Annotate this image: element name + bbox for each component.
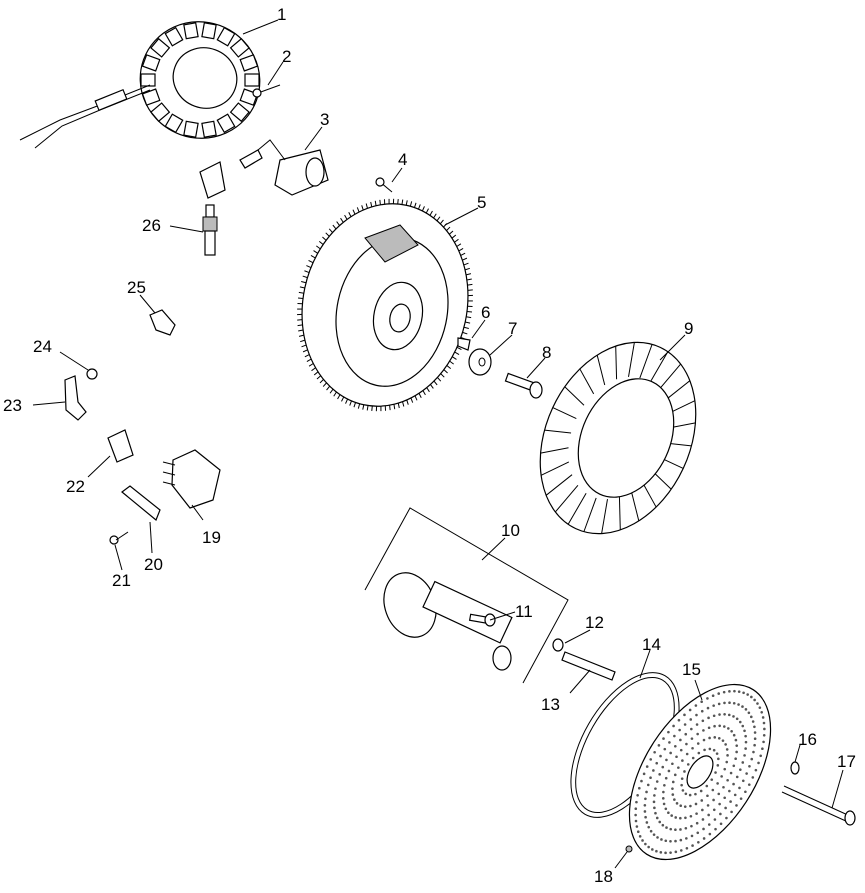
callout-25: 25 — [127, 278, 146, 297]
callout-labels: 1 2 3 4 5 6 7 8 9 10 11 12 13 14 15 16 1… — [3, 5, 856, 886]
callout-3: 3 — [320, 110, 329, 129]
callout-1: 1 — [277, 5, 286, 24]
part-11-bolt[interactable] — [468, 613, 496, 627]
part-13-pin[interactable] — [561, 651, 616, 681]
callout-23: 23 — [3, 396, 22, 415]
part-25-clamp[interactable] — [149, 309, 176, 336]
part-12-washer[interactable] — [552, 638, 564, 652]
part-22-clip[interactable] — [107, 429, 134, 463]
part-15-screen[interactable] — [600, 660, 799, 884]
callout-15: 15 — [682, 660, 701, 679]
callout-5: 5 — [477, 193, 486, 212]
callout-19: 19 — [202, 528, 221, 547]
part-10-drive-shaft[interactable] — [364, 507, 569, 684]
callout-13: 13 — [541, 695, 560, 714]
part-24-nut[interactable] — [86, 368, 98, 380]
part-2-screw[interactable] — [252, 84, 281, 98]
part-20-bracket[interactable] — [121, 485, 161, 521]
callout-2: 2 — [282, 47, 291, 66]
callout-21: 21 — [112, 571, 131, 590]
callout-8: 8 — [542, 343, 551, 362]
part-23-clamp[interactable] — [64, 375, 87, 421]
part-26-spark-plug[interactable] — [202, 204, 218, 256]
callout-14: 14 — [642, 635, 661, 654]
part-19-rectifier[interactable] — [162, 449, 221, 509]
part-1-stator[interactable] — [19, 5, 276, 155]
part-7-washer[interactable] — [468, 348, 492, 376]
callout-17: 17 — [837, 752, 856, 771]
part-3-ignition-module[interactable] — [199, 139, 329, 199]
callout-20: 20 — [144, 555, 163, 574]
leader-lines — [32, 19, 844, 869]
part-17-long-bolt[interactable] — [781, 785, 856, 826]
callout-10: 10 — [501, 521, 520, 540]
part-8-bolt[interactable] — [504, 372, 543, 399]
callout-9: 9 — [684, 319, 693, 338]
callout-18: 18 — [594, 867, 613, 886]
callout-4: 4 — [398, 150, 407, 169]
part-5-flywheel[interactable] — [284, 188, 487, 422]
part-6-key[interactable] — [457, 337, 471, 351]
part-9-cooling-fan[interactable] — [510, 317, 725, 559]
callout-22: 22 — [66, 477, 85, 496]
callout-16: 16 — [798, 730, 817, 749]
part-18-nut[interactable] — [625, 845, 633, 853]
part-16-washer[interactable] — [790, 761, 800, 775]
callout-26: 26 — [142, 216, 161, 235]
callout-7: 7 — [508, 319, 517, 338]
callout-24: 24 — [33, 337, 52, 356]
part-21-screw[interactable] — [109, 531, 129, 545]
callout-12: 12 — [585, 613, 604, 632]
callout-11: 11 — [515, 602, 533, 621]
part-4-screw[interactable] — [375, 177, 393, 193]
callout-6: 6 — [481, 303, 490, 322]
